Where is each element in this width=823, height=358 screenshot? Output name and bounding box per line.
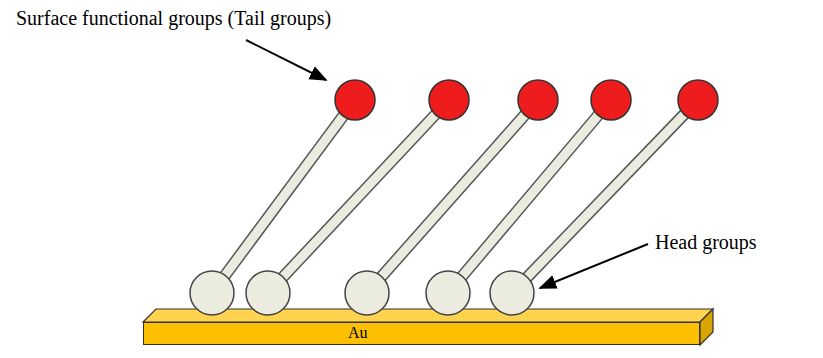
molecules bbox=[190, 80, 718, 315]
slab-side bbox=[700, 309, 713, 345]
tail-group bbox=[335, 80, 375, 120]
tail-group bbox=[678, 80, 718, 120]
callout-label: Surface functional groups (Tail groups) bbox=[16, 6, 331, 30]
molecule-chain bbox=[448, 100, 611, 293]
head-group bbox=[190, 271, 234, 315]
head-group bbox=[246, 271, 290, 315]
tail-group bbox=[518, 80, 558, 120]
leader-arrow bbox=[540, 244, 648, 288]
callout-label: Head groups bbox=[655, 230, 757, 254]
molecule-chain bbox=[367, 100, 538, 293]
molecule-chain bbox=[512, 100, 698, 293]
head-group bbox=[345, 271, 389, 315]
tail-group bbox=[429, 80, 469, 120]
leader-arrow bbox=[246, 40, 326, 80]
molecule-chain bbox=[212, 100, 355, 293]
molecule-chain bbox=[268, 100, 449, 293]
head-group bbox=[490, 271, 534, 315]
molecule-chain bbox=[448, 100, 611, 293]
substrate-label: Au bbox=[348, 324, 699, 342]
molecule-chain bbox=[212, 100, 355, 293]
molecule-chain bbox=[512, 100, 698, 293]
gold-substrate: Au bbox=[143, 322, 700, 345]
slab-top bbox=[143, 309, 713, 322]
molecule-chain bbox=[268, 100, 449, 293]
molecule-chain bbox=[367, 100, 538, 293]
head-group bbox=[426, 271, 470, 315]
tail-group bbox=[591, 80, 631, 120]
